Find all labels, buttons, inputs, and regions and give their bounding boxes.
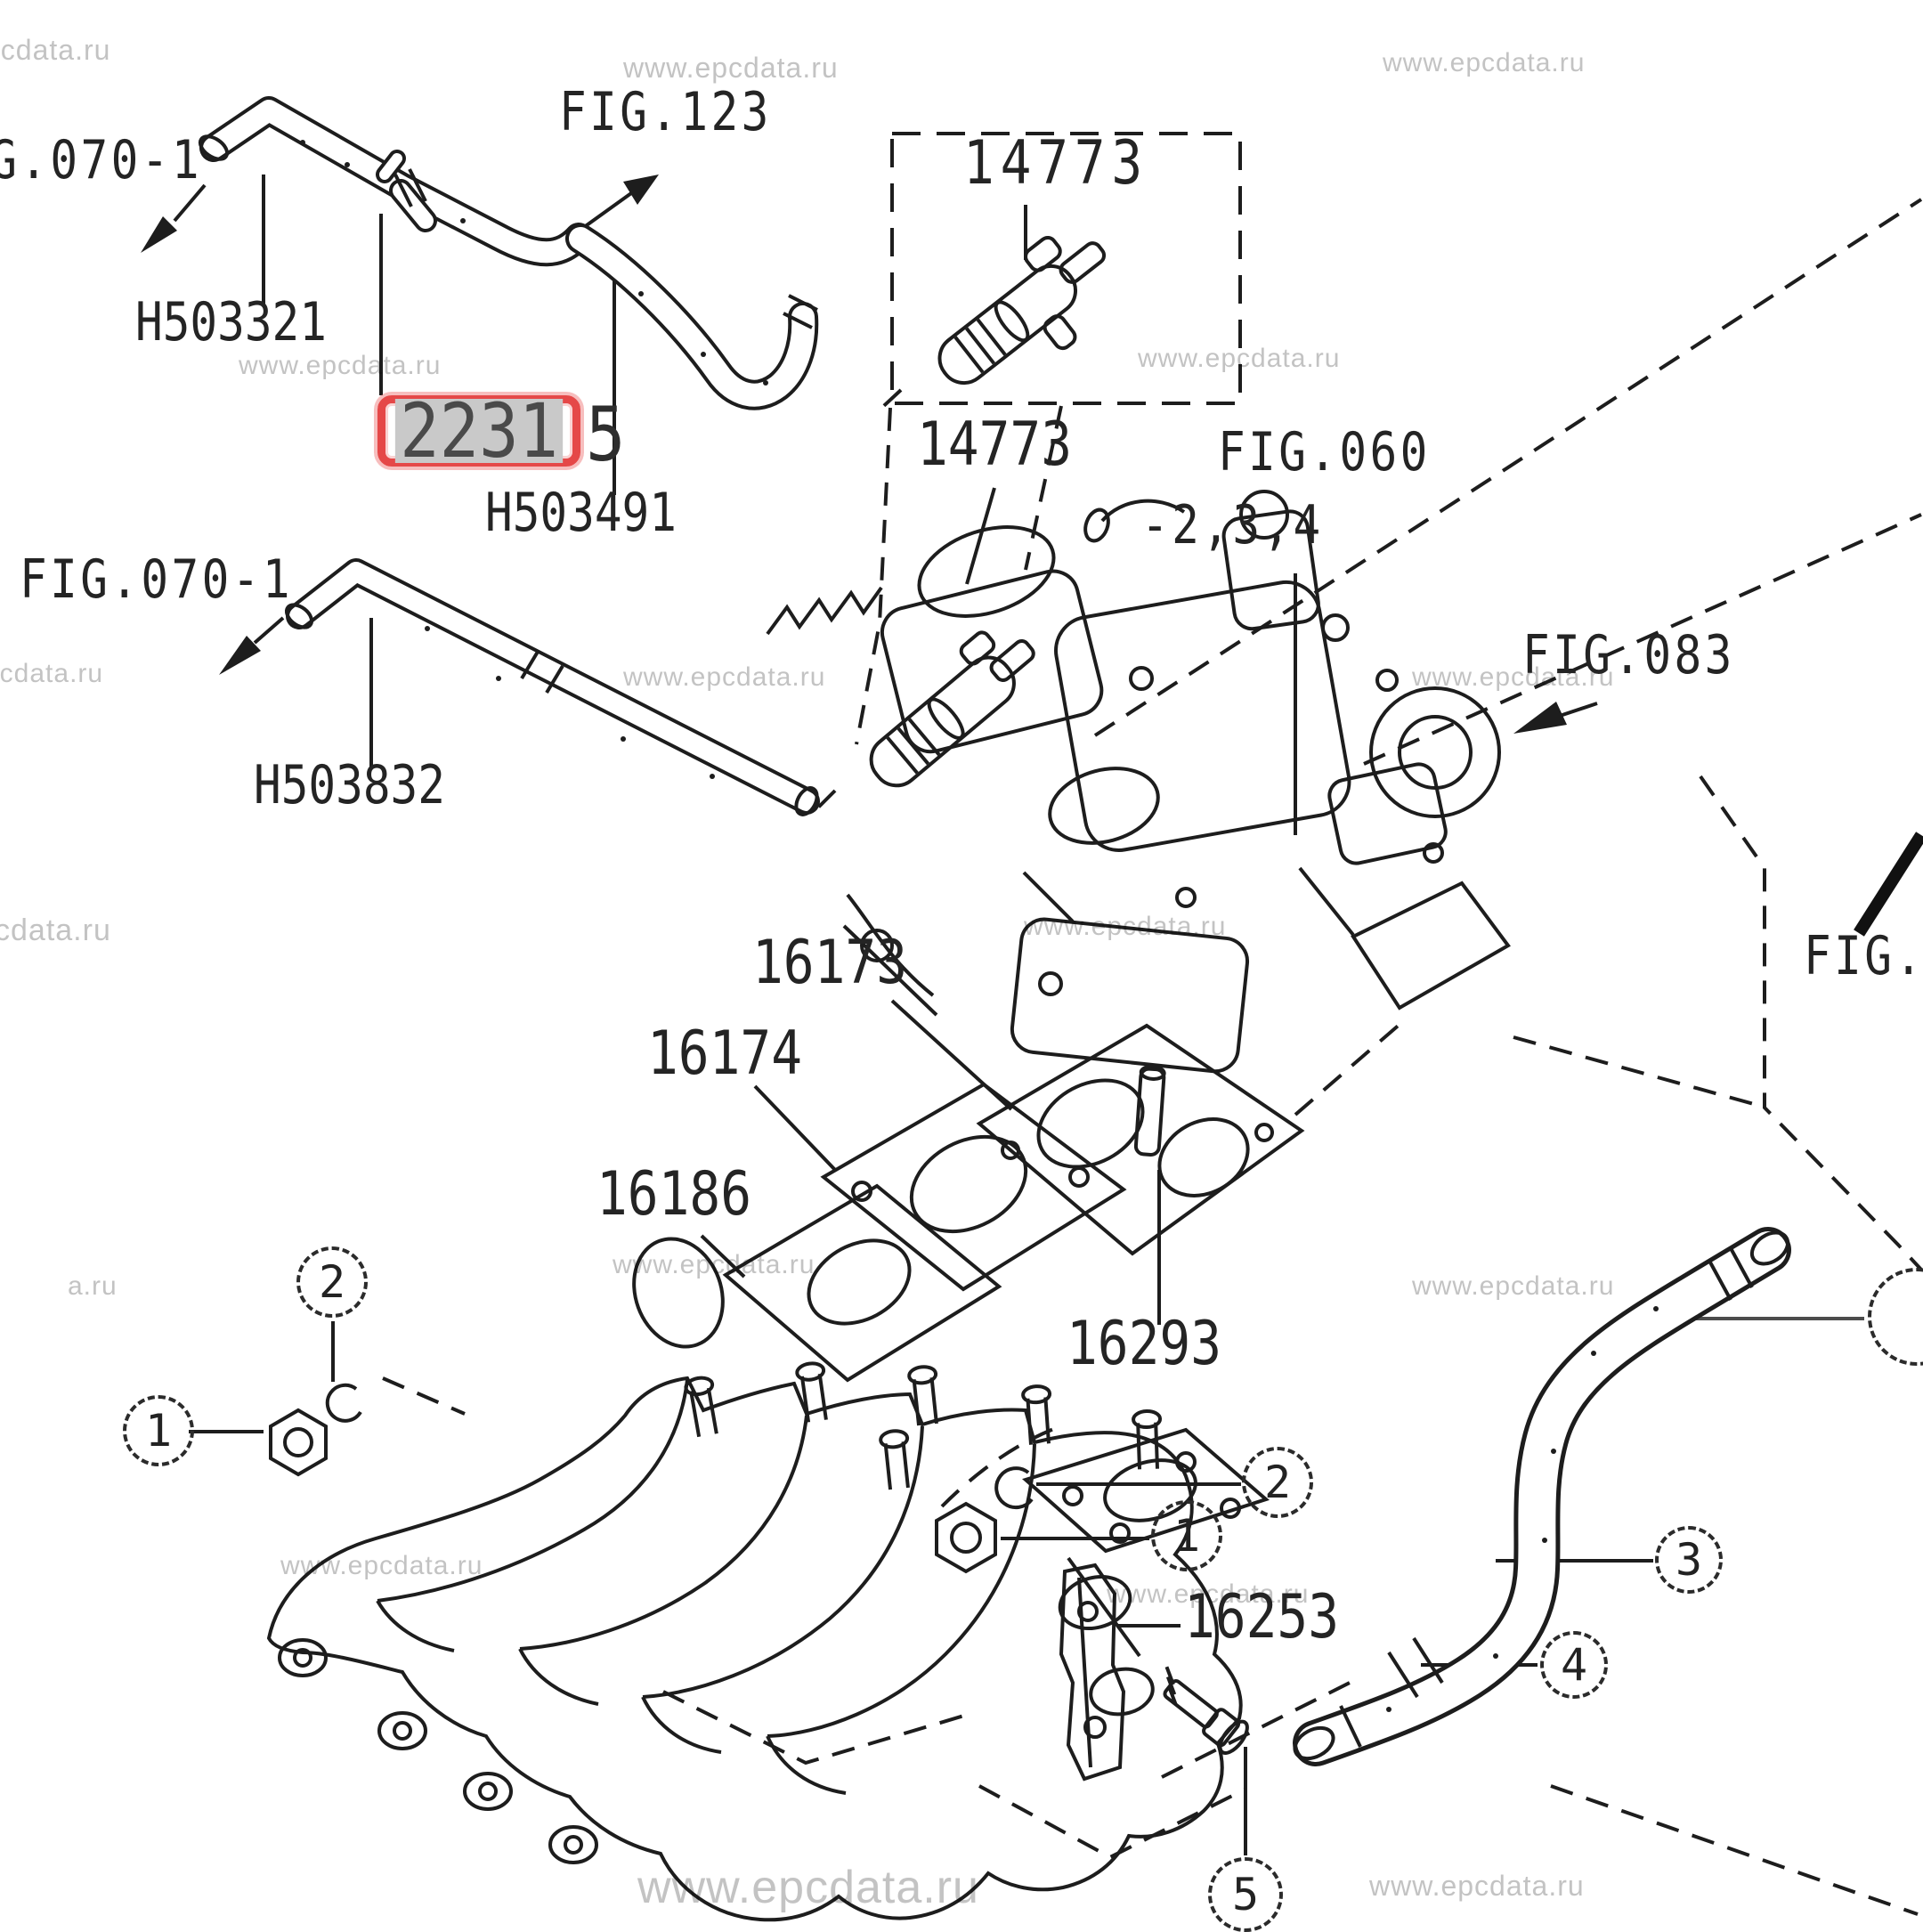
callout-2-mid[interactable]: 2 (1242, 1447, 1313, 1518)
fig-ref-right-partial[interactable]: FIG. (1804, 925, 1923, 987)
part-16186[interactable]: 16186 (596, 1159, 751, 1230)
watermark-text: www.epcdata.ru (1412, 662, 1615, 692)
bolt-part5 (1163, 1666, 1249, 1755)
fig123-arrow (579, 175, 659, 231)
watermark-text: www.epcdata.ru (623, 662, 826, 692)
watermark-text: www.epcdata.ru (1383, 48, 1586, 77)
nut-mid (935, 1501, 997, 1574)
callout-1-mid[interactable]: 1 (1151, 1500, 1222, 1571)
snap-ring-left (325, 1383, 362, 1423)
highlighted-part-trailing-digit: 5 (586, 391, 626, 478)
part-16173[interactable]: 16173 (752, 928, 907, 998)
watermark-text: www.epcdata.ru (1138, 344, 1341, 373)
stud-16293 (1133, 1064, 1166, 1157)
callout-2-mid-label: 2 (1263, 1457, 1292, 1508)
callout-3-label: 3 (1675, 1534, 1703, 1586)
part-14773[interactable]: 14773 (917, 410, 1072, 480)
callout-4[interactable]: 4 (1540, 1631, 1608, 1699)
fig070-top-arrow (141, 183, 207, 253)
watermark-text: www.epcdata.ru (280, 1551, 483, 1580)
fig070-left-arrow (219, 616, 285, 675)
callout-5[interactable]: 5 (1208, 1857, 1283, 1932)
callout-1-left[interactable]: 1 (123, 1395, 194, 1466)
fig083-arrow (1513, 702, 1598, 734)
watermark-text: www.epcdata.ru (1024, 912, 1227, 941)
hose-speckles (300, 140, 1659, 1712)
watermark-text: www.epcdata.ru (1412, 1271, 1615, 1301)
callout-3[interactable]: 3 (1655, 1526, 1723, 1594)
nut-left (269, 1408, 328, 1477)
intake-manifold (266, 1376, 1270, 1922)
watermark-text: a.ru (68, 1271, 118, 1301)
hose-details (198, 134, 1790, 1761)
valve-14773 (869, 630, 1035, 788)
callout-1-left-label: 1 (144, 1405, 173, 1457)
fig-ref-070-left[interactable]: FIG.070-1 (20, 548, 293, 611)
callout-1-mid-label: 1 (1172, 1510, 1201, 1562)
fig-ref-083[interactable]: FIG.083 (1522, 624, 1735, 686)
valve-14773-boxed (937, 235, 1107, 386)
watermark-text: www.epcdata.ru (637, 1862, 979, 1913)
watermark-text: www.epcdata.ru (613, 1250, 815, 1279)
callout-2-left-label: 2 (318, 1256, 346, 1308)
part-h503832[interactable]: H503832 (254, 754, 445, 816)
part-16174[interactable]: 16174 (647, 1019, 802, 1089)
watermark-text: www.epcdata.ru (1369, 1870, 1585, 1902)
gasket-16173 (976, 1023, 1305, 1256)
bracket-16253 (1059, 1563, 1126, 1782)
watermark-text: pcdata.ru (0, 659, 104, 688)
manifold-studs (684, 1361, 1163, 1490)
watermark-text: cdata.ru (0, 913, 111, 947)
part-h503491[interactable]: H503491 (485, 482, 677, 544)
callout-4-label: 4 (1560, 1639, 1588, 1691)
part-14773-boxed[interactable]: 14773 (963, 128, 1148, 199)
gasket-16174 (820, 1082, 1127, 1292)
watermark-text: pcdata.ru (0, 34, 111, 66)
highlighted-part-22315[interactable]: 2231 (377, 394, 580, 468)
callout-5-label: 5 (1231, 1869, 1260, 1920)
hoses (199, 96, 1791, 1766)
watermark-text: www.epcdata.ru (623, 52, 839, 84)
fig-ref-070-top[interactable]: FIG.070-1 (0, 129, 202, 191)
highlighted-part-text: 2231 (394, 394, 564, 468)
insulator-16186 (632, 1183, 1002, 1383)
dashed-lines (382, 132, 1923, 1916)
part-h503321[interactable]: H503321 (135, 291, 327, 353)
carburetor-assembly (766, 490, 1511, 1074)
fig-ref-060[interactable]: FIG.060 (1218, 421, 1431, 483)
part-16293[interactable]: 16293 (1067, 1309, 1221, 1379)
callout-2-left[interactable]: 2 (296, 1246, 368, 1318)
part-16253[interactable]: 16253 (1184, 1582, 1339, 1652)
watermark-text: www.epcdata.ru (239, 351, 442, 380)
watermark-text: www.epcdata.ru (1107, 1579, 1310, 1609)
fig-ref-123[interactable]: FIG.123 (559, 81, 772, 143)
snap-ring-mid (994, 1466, 1034, 1510)
fig-ref-060-sub[interactable]: -2,3,4 (1141, 494, 1324, 556)
fig-right-arrow (1854, 832, 1923, 937)
